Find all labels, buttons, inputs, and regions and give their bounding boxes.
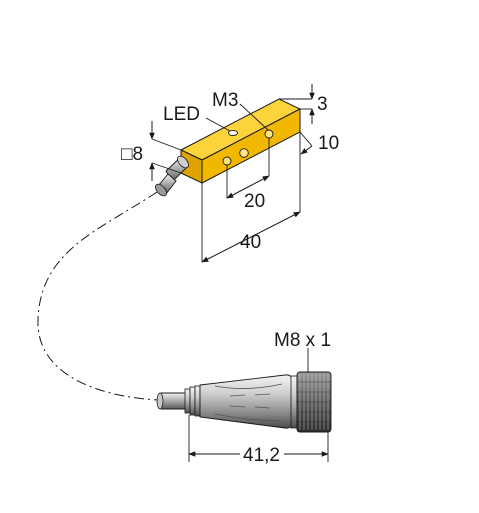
label-dim-square-8: □8 bbox=[121, 144, 143, 165]
mounting-hole-left bbox=[222, 156, 232, 166]
led-indicator bbox=[228, 129, 238, 137]
sensor-front-dot bbox=[239, 148, 249, 158]
cable-dashed bbox=[37, 191, 161, 401]
mounting-hole-right bbox=[264, 129, 274, 139]
label-m8x1: M8 x 1 bbox=[274, 330, 331, 351]
label-m3: M3 bbox=[212, 90, 238, 111]
label-dim-20: 20 bbox=[244, 191, 265, 212]
label-dim-41-2: 41,2 bbox=[243, 445, 280, 466]
label-dim-10: 10 bbox=[318, 133, 339, 154]
sensor-cable-gland bbox=[155, 155, 189, 197]
m8-connector bbox=[156, 371, 332, 433]
label-dim-40: 40 bbox=[240, 232, 261, 253]
label-led: LED bbox=[163, 104, 200, 125]
sensor-body bbox=[179, 98, 302, 184]
label-dim-3: 3 bbox=[317, 94, 328, 115]
